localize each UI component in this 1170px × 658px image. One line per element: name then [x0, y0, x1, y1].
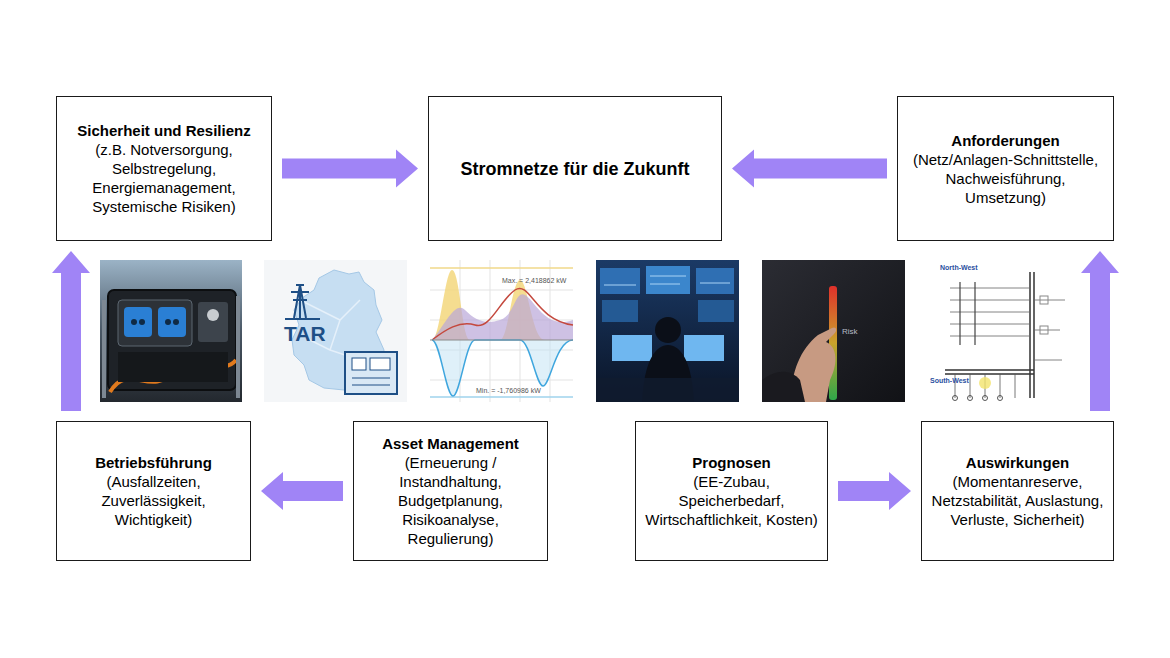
topic-box: Prognosen(EE-Zubau, Speicherbedarf, Wirt…	[635, 421, 828, 561]
generator-photo	[100, 260, 242, 402]
block-arrow	[261, 472, 343, 510]
box-heading: Sicherheit und Resilienz	[77, 121, 250, 140]
load-curve-chart	[430, 260, 573, 402]
topic-box: Stromnetze für die Zukunft	[428, 96, 722, 241]
box-heading: Betriebsführung	[95, 453, 212, 472]
germany-map-icon	[264, 260, 407, 402]
topic-box: Asset Management(Erneuerung / Instandhal…	[353, 421, 548, 561]
block-arrow	[1081, 251, 1119, 411]
image-label: North-West	[940, 263, 978, 272]
block-arrow	[282, 150, 418, 188]
topic-box: Anforderungen(Netz/Anlagen-Schnittstelle…	[897, 96, 1114, 241]
grid-single-line-diagram	[927, 260, 1071, 402]
box-body: (Ausfallzeiten, Zuverlässigkeit, Wichtig…	[66, 472, 241, 529]
risk-gauge-photo	[762, 260, 905, 402]
image-label: Max. = 2,418862 kW	[502, 276, 566, 285]
image-label: TAR	[284, 322, 326, 345]
box-body: (z.B. Notversorgung, Selbstregelung, Ene…	[66, 140, 262, 216]
image-label: Risk	[842, 327, 858, 337]
image-label: Min. = -1,760986 kW	[476, 386, 541, 395]
box-body: (Momentanreserve, Netzstabilität, Auslas…	[931, 472, 1104, 529]
title-text: Stromnetze für die Zukunft	[461, 158, 690, 180]
box-body: (EE-Zubau, Speicherbedarf, Wirtschaftlic…	[645, 472, 818, 529]
box-heading: Anforderungen	[951, 131, 1059, 150]
image-label: South-West	[930, 376, 969, 385]
box-heading: Prognosen	[692, 453, 770, 472]
topic-box: Sicherheit und Resilienz(z.B. Notversorg…	[56, 96, 272, 241]
box-body: (Erneuerung / Instandhaltung, Budgetplan…	[363, 453, 538, 548]
block-arrow	[732, 150, 887, 188]
box-heading: Asset Management	[382, 434, 519, 453]
control-room-photo	[596, 260, 739, 402]
topic-box: Betriebsführung(Ausfallzeiten, Zuverläss…	[56, 421, 251, 561]
block-arrow	[838, 472, 911, 510]
box-heading: Auswirkungen	[966, 453, 1069, 472]
block-arrow	[52, 251, 90, 411]
box-body: (Netz/Anlagen-Schnittstelle, Nachweisfüh…	[907, 150, 1104, 207]
topic-box: Auswirkungen(Momentanreserve, Netzstabil…	[921, 421, 1114, 561]
